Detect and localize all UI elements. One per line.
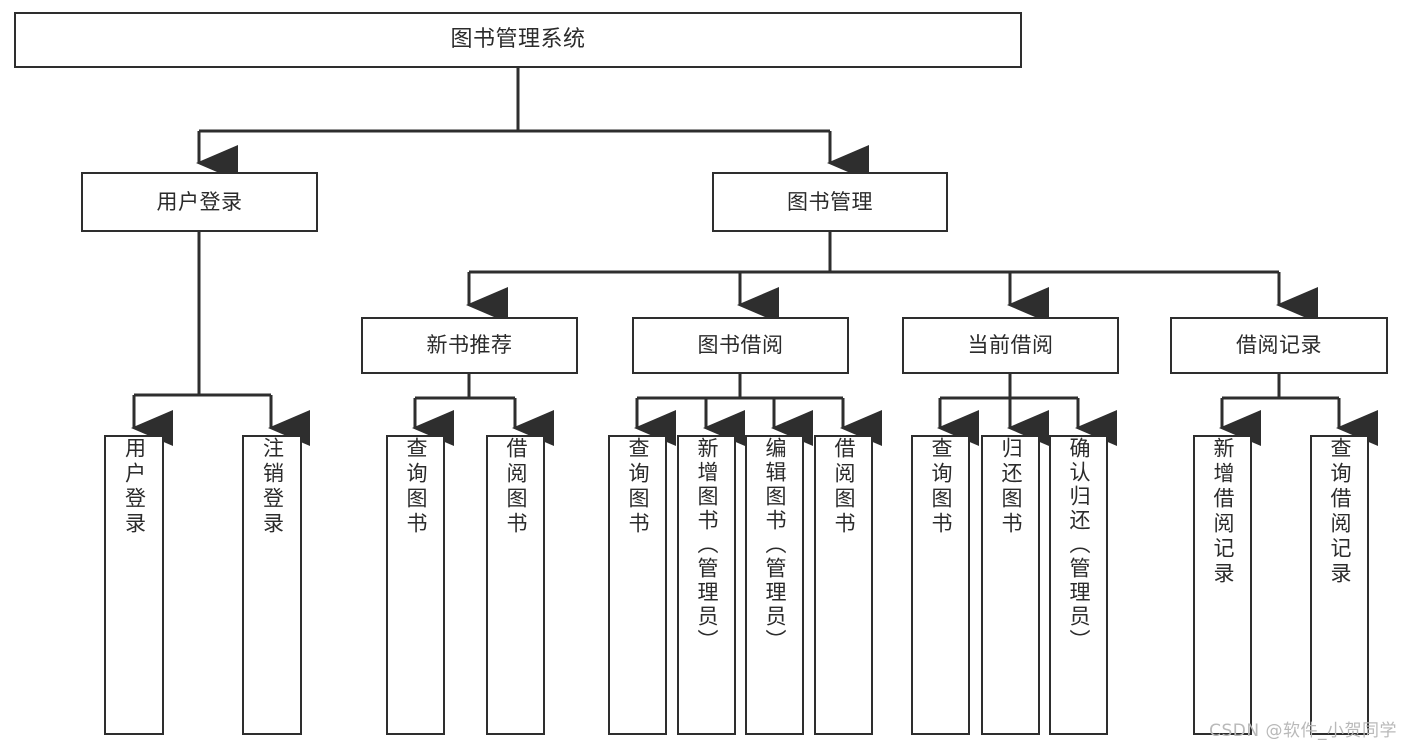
leaf-current-borrow-confirm-return-admin[interactable]: 确认归还（管理员） [1049,435,1108,735]
leaf-new-book-query-book[interactable]: 查询图书 [386,435,445,735]
leaf-current-borrow-return-book[interactable]: 归还图书 [981,435,1040,735]
node-borrow-record[interactable]: 借阅记录 [1170,317,1388,374]
node-label: 新增借阅记录 [1211,437,1235,587]
leaf-book-borrow-add-book-admin[interactable]: 新增图书（管理员） [677,435,736,735]
node-label: 新书推荐 [426,333,513,358]
node-label: 查询图书 [929,437,953,537]
node-label: 图书借阅 [697,333,784,358]
node-book-management[interactable]: 图书管理 [712,172,948,232]
node-label: 新增图书（管理员） [695,437,719,653]
node-label: 用户登录 [122,437,147,537]
leaf-borrow-record-add-record[interactable]: 新增借阅记录 [1193,435,1252,735]
node-label: 查询图书 [626,437,650,537]
node-label: 当前借阅 [967,333,1054,358]
node-book-borrow[interactable]: 图书借阅 [632,317,849,374]
leaf-user-login-logout[interactable]: 注销登录 [242,435,302,735]
leaf-book-borrow-borrow-book[interactable]: 借阅图书 [814,435,873,735]
leaf-new-book-borrow-book[interactable]: 借阅图书 [486,435,545,735]
node-label: 编辑图书（管理员） [763,437,787,653]
node-label: 查询图书 [404,437,428,537]
node-label: 注销登录 [260,437,285,537]
leaf-book-borrow-edit-book-admin[interactable]: 编辑图书（管理员） [745,435,804,735]
node-new-book-recommend[interactable]: 新书推荐 [361,317,578,374]
node-current-borrow[interactable]: 当前借阅 [902,317,1119,374]
node-label: 借阅图书 [504,437,528,537]
node-label: 用户登录 [156,189,243,214]
leaf-user-login-login[interactable]: 用户登录 [104,435,164,735]
leaf-book-borrow-query-book[interactable]: 查询图书 [608,435,667,735]
node-label: 归还图书 [999,437,1023,537]
node-user-login[interactable]: 用户登录 [81,172,318,232]
node-label: 查询借阅记录 [1328,437,1352,587]
leaf-borrow-record-query-record[interactable]: 查询借阅记录 [1310,435,1369,735]
node-label: 确认归还（管理员） [1067,437,1091,653]
node-label: 借阅记录 [1236,333,1322,358]
leaf-current-borrow-query-book[interactable]: 查询图书 [911,435,970,735]
node-label: 图书管理系统 [450,27,586,53]
node-label: 图书管理 [787,189,873,214]
node-label: 借阅图书 [832,437,856,537]
node-root-book-management-system[interactable]: 图书管理系统 [14,12,1022,68]
